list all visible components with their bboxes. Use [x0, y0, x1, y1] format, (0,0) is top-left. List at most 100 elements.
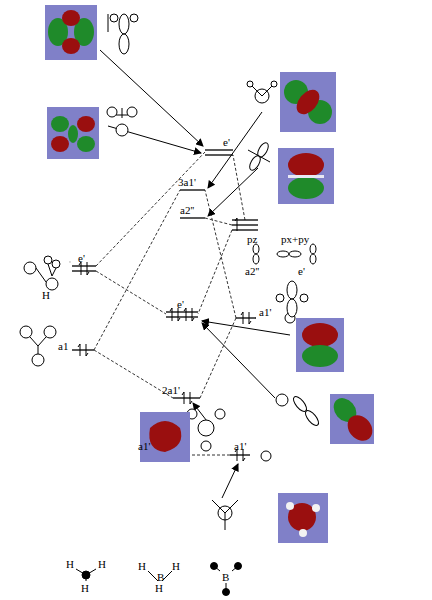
cartoon-atom: [198, 420, 214, 436]
cartoon-bond: [36, 268, 46, 282]
render-lobe: [302, 323, 338, 347]
cartoon-bond: [225, 500, 238, 513]
energy-level: [166, 311, 198, 312]
orbital-label: px+py: [281, 233, 309, 245]
correlation-lines: [94, 152, 245, 455]
render-lobe: [62, 38, 80, 54]
leader-arrow: [222, 464, 238, 498]
cartoon-bond: [48, 264, 52, 276]
electron-pair: [184, 308, 194, 321]
cartoon-atom: [107, 107, 117, 117]
render-panel: [140, 412, 190, 462]
orbital-label: H: [172, 560, 180, 572]
cartoon-atom: [110, 14, 118, 22]
energy-level: [72, 349, 94, 350]
render-lobe: [288, 153, 324, 177]
cartoon-lobe: [119, 14, 129, 34]
orbital-cartoons: [20, 14, 321, 530]
render-lobe: [51, 116, 69, 132]
orbital-label: a2'': [180, 204, 194, 216]
energy-level: [166, 316, 198, 317]
cartoon-lobe: [277, 251, 289, 257]
orbital-label: a1: [58, 340, 68, 352]
render-atom: [299, 529, 307, 537]
render-atom: [286, 502, 294, 510]
correlation-line: [205, 218, 232, 225]
orbital-label: pz: [247, 233, 257, 245]
render-lobe: [68, 125, 78, 143]
leader-arrow: [202, 321, 290, 335]
cartoon-atom: [276, 294, 284, 302]
render-panel: [47, 107, 99, 159]
render-lobe: [51, 136, 69, 152]
render-lobe: [77, 116, 95, 132]
render-panel: [278, 493, 328, 543]
electron: [235, 218, 237, 231]
correlation-line: [200, 318, 236, 398]
leader-arrow: [208, 112, 262, 188]
cartoon-lobe: [310, 254, 316, 264]
orbital-label: H: [42, 289, 50, 301]
cartoon-bond: [248, 150, 270, 162]
render-lobe: [77, 136, 95, 152]
cartoon-lobe: [253, 254, 259, 264]
orbital-label: 2a1': [162, 384, 180, 396]
energy-level: [72, 265, 96, 266]
orbital-label: e': [78, 252, 85, 264]
cartoon-lobe: [287, 299, 297, 317]
bond: [232, 566, 238, 571]
energy-level: [173, 397, 200, 398]
electron-pair: [78, 344, 88, 356]
orbital-renders: [45, 5, 377, 543]
bond: [76, 569, 86, 575]
orbital-label: H: [138, 560, 146, 572]
orbital-label: a1': [234, 440, 246, 452]
cartoon-lobe: [253, 244, 259, 254]
cartoon-atom: [24, 262, 36, 274]
orbital-label: B: [157, 571, 164, 583]
cartoon-atom: [300, 294, 308, 302]
cartoon-bond: [108, 14, 109, 32]
correlation-line: [205, 190, 236, 318]
render-atom: [312, 504, 320, 512]
cartoon-bond: [122, 108, 123, 118]
energy-level: [205, 154, 233, 155]
render-lobe: [149, 421, 181, 452]
energy-level: [236, 317, 256, 318]
electron-arrows: [78, 218, 251, 461]
correlation-line: [233, 155, 245, 220]
orbital-label: e': [177, 298, 184, 310]
correlation-line: [94, 350, 173, 398]
orbital-label: H: [155, 582, 163, 594]
render-panel: [45, 5, 97, 60]
cartoon-atom: [44, 326, 56, 338]
bond: [86, 569, 96, 575]
orbital-label: a1': [138, 440, 150, 452]
render-panel: [296, 318, 344, 372]
cartoon-atom: [130, 14, 138, 22]
bond: [148, 571, 158, 581]
energy-level: [232, 229, 258, 230]
leader-arrow: [100, 50, 203, 146]
leader-arrow: [202, 323, 275, 398]
render-panel: [278, 148, 334, 204]
cartoon-atom: [215, 409, 225, 419]
cartoon-atom: [69, 261, 70, 262]
cartoon-lobe: [303, 409, 321, 428]
cartoon-atom: [46, 278, 58, 290]
correlation-line: [96, 271, 166, 314]
render-panel: [280, 72, 336, 132]
cartoon-bond: [116, 115, 128, 116]
orbital-label: 3a1': [178, 176, 196, 188]
cartoon-lobe: [310, 244, 316, 254]
bond: [86, 575, 87, 581]
correlation-line: [94, 190, 180, 350]
orbital-label: a2'': [245, 265, 259, 277]
render-lobe: [292, 85, 324, 118]
cartoon-atom: [127, 107, 137, 117]
render-lobe: [288, 177, 324, 199]
cartoon-lobe: [289, 251, 301, 257]
render-plane: [288, 175, 324, 178]
leader-arrows: [100, 50, 290, 498]
